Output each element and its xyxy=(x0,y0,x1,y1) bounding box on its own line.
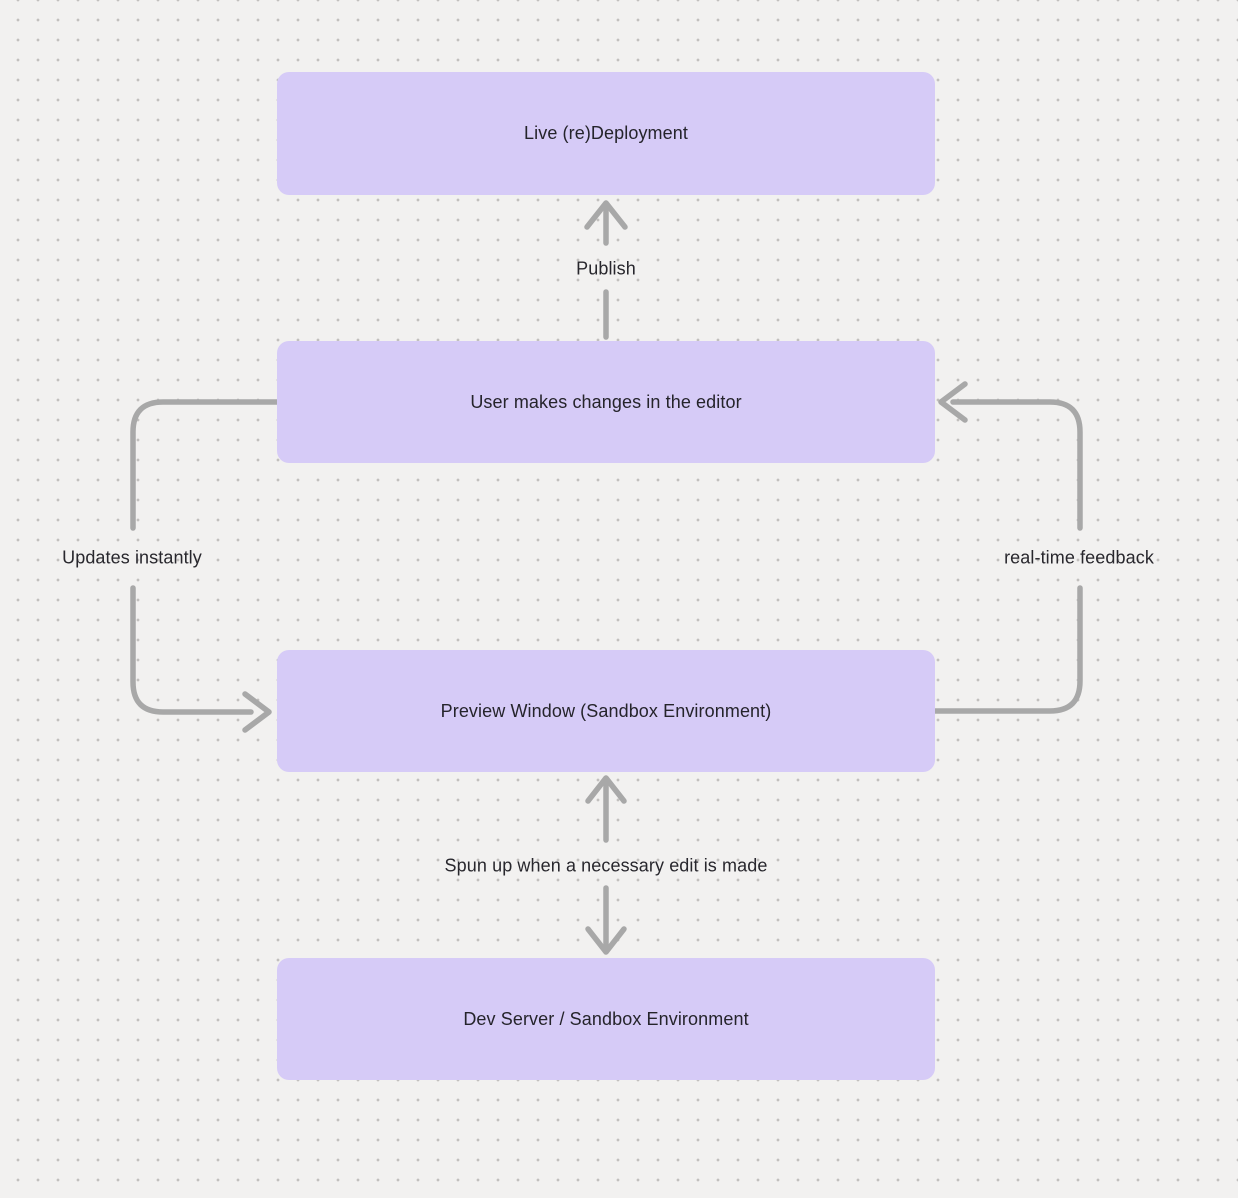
node-label-dev-server: Dev Server / Sandbox Environment xyxy=(463,1008,749,1029)
arrowhead-up-icon xyxy=(584,200,628,230)
node-label-preview-window: Preview Window (Sandbox Environment) xyxy=(440,700,772,721)
edge-label-updates-instantly: Updates instantly xyxy=(62,547,202,568)
edge-label-spun-up: Spun up when a necessary edit is made xyxy=(444,855,768,876)
arrowhead-up-icon xyxy=(585,775,627,804)
node-preview-window: Preview Window (Sandbox Environment) xyxy=(277,650,935,772)
node-label-editor-changes: User makes changes in the editor xyxy=(470,391,742,412)
edge-label-real-time-feedback: real-time feedback xyxy=(1004,547,1154,568)
node-live-deployment: Live (re)Deployment xyxy=(277,72,935,195)
node-label-live-deployment: Live (re)Deployment xyxy=(524,123,688,143)
node-editor-changes: User makes changes in the editor xyxy=(277,341,935,463)
arrowhead-left-icon xyxy=(938,381,968,423)
edge-label-publish: Publish xyxy=(576,258,636,279)
node-dev-server: Dev Server / Sandbox Environment xyxy=(277,958,935,1080)
arrowhead-right-icon xyxy=(242,691,272,733)
arrowhead-down-icon xyxy=(585,926,627,955)
